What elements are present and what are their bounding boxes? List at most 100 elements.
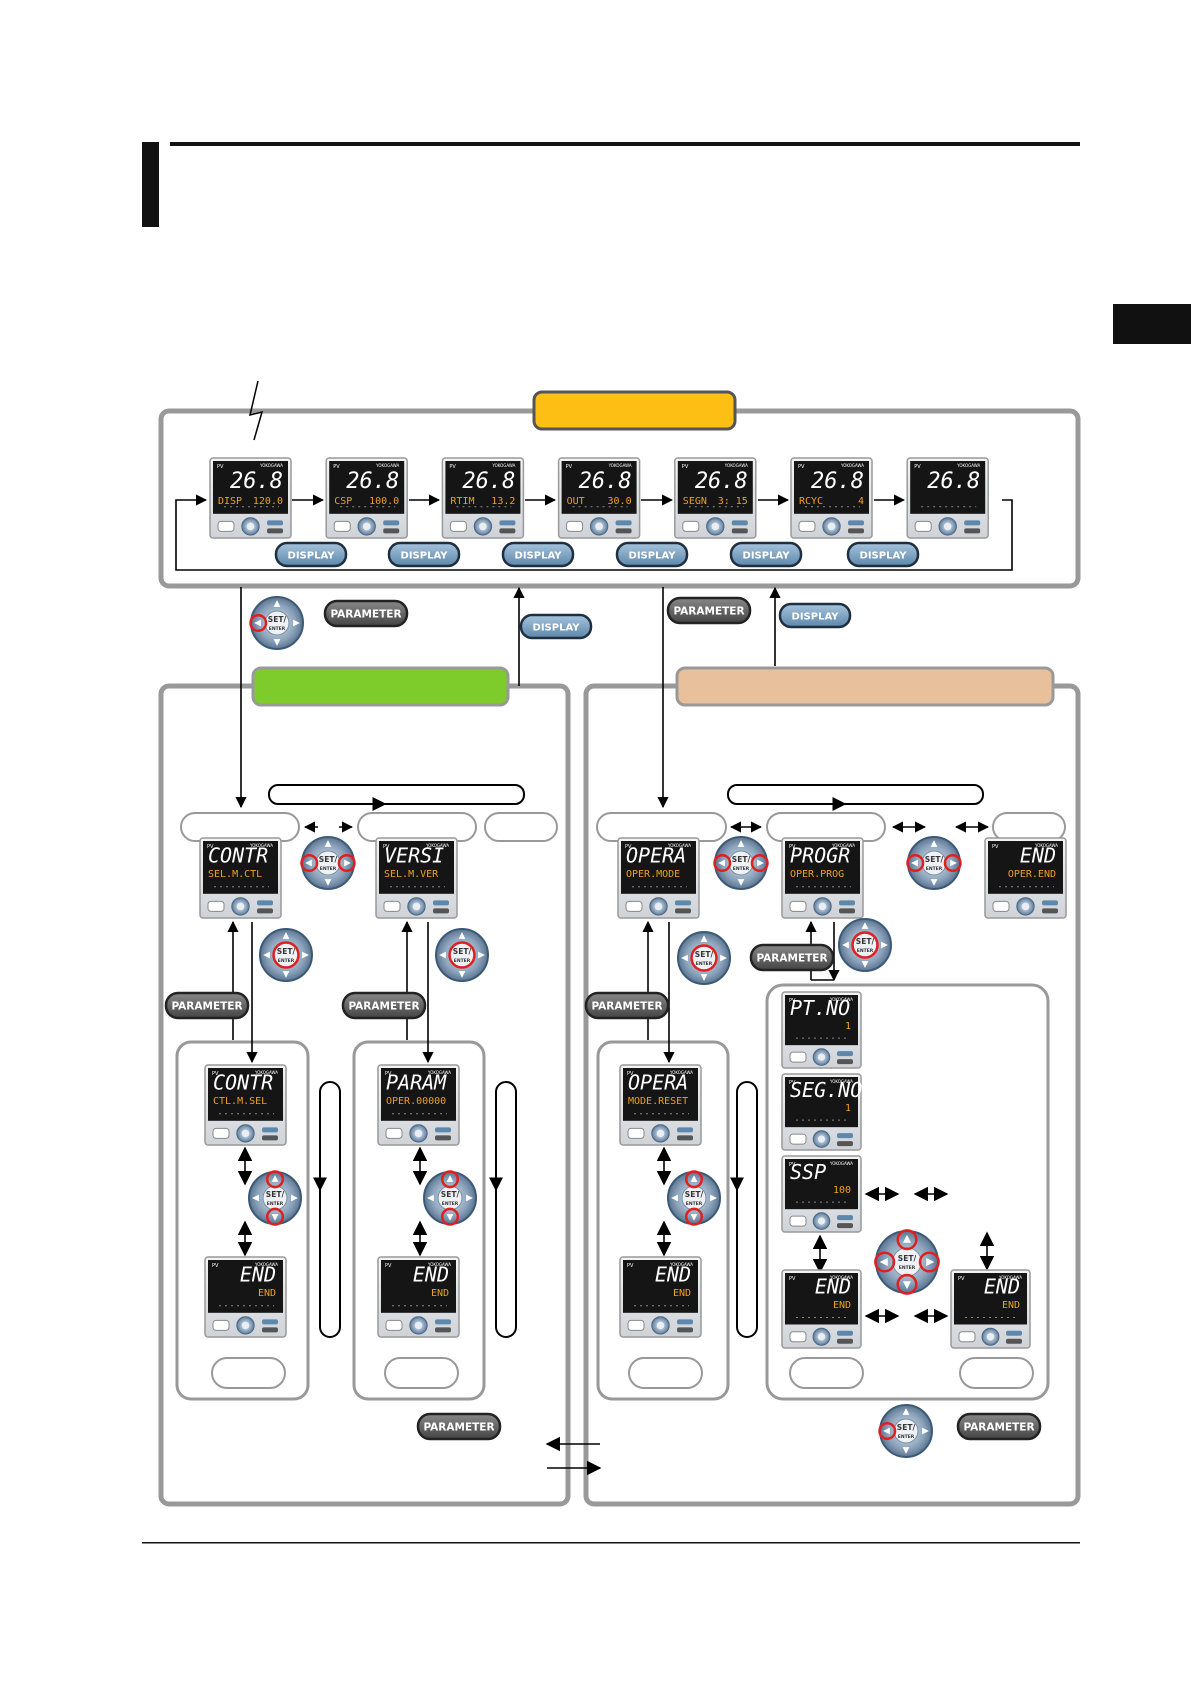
set-enter-key-7: SET/ENTER: [713, 836, 769, 890]
arrow-left-icon: [879, 1257, 888, 1267]
arrow-down-icon: [271, 1214, 279, 1221]
highlight-ring: [690, 944, 718, 972]
arrow-up-icon: [902, 1234, 912, 1243]
display-key-icon: [837, 1215, 853, 1221]
set-key-icon: [817, 1217, 826, 1225]
display-key-2: DISPLAY: [387, 541, 461, 568]
arrow-left-icon: [911, 859, 918, 867]
left-keys-icon: [627, 1319, 645, 1331]
submenu-arrows: [227, 920, 995, 1476]
left-keys-icon: [798, 520, 816, 532]
flow-lines: [175, 494, 1013, 809]
lcd-screen: [623, 1068, 698, 1121]
lcd-screen: [379, 841, 454, 894]
brand-label: YOKOGAWA: [831, 843, 855, 848]
footer-rule: [142, 1542, 1080, 1544]
set-key-icon: [711, 522, 720, 531]
set-key-icon: [241, 1321, 250, 1330]
menu-name: END: [413, 1262, 449, 1286]
set-key-icon: [479, 522, 487, 531]
parameter-key-icon: [675, 908, 691, 914]
highlight-ring: [440, 1170, 460, 1189]
enter-label: ENTER: [926, 866, 943, 872]
pv-label: PV: [333, 464, 340, 470]
display-key-icon: [257, 900, 273, 906]
parameter-key-icon: [262, 1135, 278, 1141]
arrow-down-icon: [737, 879, 745, 886]
brand-label: YOKOGAWA: [667, 843, 691, 848]
brand-label: YOKOGAWA: [956, 463, 980, 468]
menu-name: OPERA: [628, 1070, 688, 1094]
setpoint-value: 13.2: [491, 496, 515, 507]
arrow-down-icon: [700, 974, 708, 981]
brand-label: YOKOGAWA: [427, 1070, 451, 1075]
left-keys-icon: [449, 520, 467, 532]
pv-label: PV: [212, 1263, 219, 1269]
brand-label: YOKOGAWA: [998, 1275, 1022, 1280]
lcd-screen: [910, 461, 986, 514]
submenu-bottom-labels: [211, 1357, 1034, 1389]
arrow-right-icon: [922, 1427, 929, 1435]
parameter-name: SEGN: [683, 496, 707, 507]
lcd-screen: [623, 1260, 698, 1313]
parameter-key-icon: [615, 528, 632, 534]
menu-name: PT.NO: [790, 996, 850, 1020]
display-key-icon: [837, 1051, 853, 1057]
left-keys-icon: [789, 1133, 807, 1145]
parameter-key-7: PARAMETER: [416, 1412, 502, 1441]
left-keys-icon: [625, 900, 643, 912]
arrow-left-icon: [263, 951, 270, 959]
parameter-key-label: PARAMETER: [673, 606, 744, 618]
arrow-left-icon: [718, 859, 725, 867]
brand-label: YOKOGAWA: [608, 463, 632, 468]
enter-label: ENTER: [733, 866, 750, 872]
menu-sub: OPER.MODE: [626, 869, 680, 880]
menu-sub: OPER.00000: [386, 1096, 446, 1107]
menu-name: SSP: [790, 1160, 826, 1184]
set-enter-key-2: SET/ENTER: [300, 836, 356, 890]
set-enter-key-11: SET/ENTER: [838, 918, 892, 972]
pv-label: PV: [449, 464, 456, 470]
display-key-icon: [267, 520, 283, 526]
arrow-right-icon: [950, 859, 957, 867]
pv-label: PV: [385, 1263, 392, 1269]
menu-sub: CTL.M.SEL: [213, 1096, 267, 1107]
arrow-down-icon: [902, 1281, 912, 1290]
set-label: SET/: [266, 1190, 285, 1199]
left-keys-icon: [212, 1127, 230, 1139]
parameter-key-icon: [837, 1223, 853, 1229]
highlight-ring: [918, 1251, 940, 1273]
brand-label: YOKOGAWA: [829, 1079, 853, 1084]
left-keys-icon: [566, 520, 584, 532]
set-enter-key-1: SET/ENTER: [249, 596, 304, 650]
display-key-8: DISPLAY: [778, 602, 852, 629]
pv-label: PV: [627, 1071, 634, 1077]
display-key-label: DISPLAY: [533, 623, 581, 634]
menu-sub: SEL.M.CTL: [208, 869, 262, 880]
arrow-down-icon: [861, 961, 869, 968]
arrow-down-icon: [902, 1447, 910, 1454]
parameter-key-2: PARAMETER: [666, 596, 752, 625]
enter-label: ENTER: [442, 1201, 459, 1207]
pv-label: PV: [383, 844, 390, 850]
pv-label: PV: [627, 1263, 634, 1269]
arrow-up-icon: [458, 932, 466, 939]
display-key-icon: [677, 1127, 693, 1133]
pv-label: PV: [958, 1276, 965, 1282]
display-key-icon: [837, 1133, 853, 1139]
menu-name: END: [815, 1275, 851, 1299]
enter-label: ENTER: [899, 1265, 916, 1271]
menu-sub: END: [258, 1288, 276, 1299]
brand-label: YOKOGAWA: [1034, 843, 1058, 848]
set-label: SET/: [277, 947, 296, 956]
brand-label: YOKOGAWA: [669, 1262, 693, 1267]
lcd-screen: [445, 461, 521, 514]
